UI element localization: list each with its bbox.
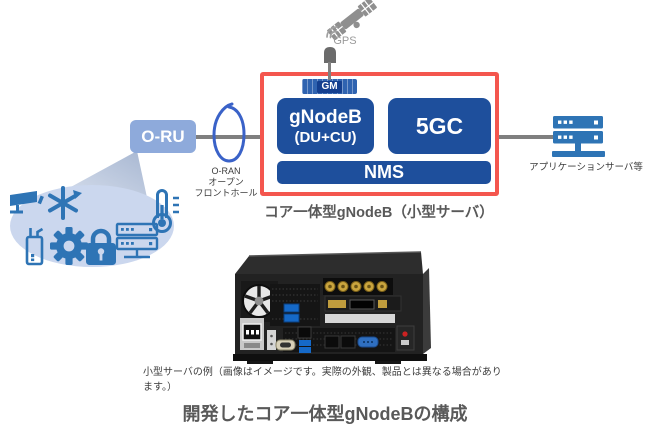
fronthaul-label-line2: オープン [208,176,244,187]
lock-icon [86,228,116,265]
oru-box: O-RU [130,120,196,153]
app-server-icon [552,116,605,157]
core-unit-caption: コア一体型gNodeB（小型サーバ） [264,205,494,221]
asterisk-icon [48,186,82,220]
gear-icon [50,227,88,265]
rack-server-icon [115,222,159,259]
fronthaul-line [196,135,260,139]
thermometer-icon [152,189,179,233]
coil-icon [212,102,246,163]
fronthaul-label-line1: O-RAN [211,166,241,176]
gm-box: GM [302,79,357,94]
gnodeb-sub-label: (DU+CU) [294,128,357,146]
gnodeb-box: gNodeB (DU+CU) [277,98,374,154]
router-icon [25,227,44,266]
gps-feed-line [328,62,331,80]
use-case-cluster [10,151,179,267]
gps-antenna-icon [324,47,336,63]
gm-label: GM [317,80,342,93]
app-server-label: アプリケーションサーバ等 [529,162,643,173]
core-unit-frame [260,72,499,196]
camera-icon [10,191,44,214]
nms-box: NMS [277,161,491,184]
fivegc-box: 5GC [388,98,491,154]
fronthaul-label: O-RAN オープン フロントホール [181,166,271,198]
fronthaul-label-line3: フロントホール [194,187,258,198]
page-title: 開発したコア一体型gNodeBの構成 [182,404,468,424]
gnodeb-label: gNodeB [289,106,362,128]
server-photo [233,251,431,364]
photo-caption: 小型サーバの例（画像はイメージです。実際の外観、製品とは異なる場合があります。） [143,367,502,393]
backhaul-line [499,135,553,139]
gps-label: GPS [333,35,357,47]
signal-waves-icon [326,26,338,39]
